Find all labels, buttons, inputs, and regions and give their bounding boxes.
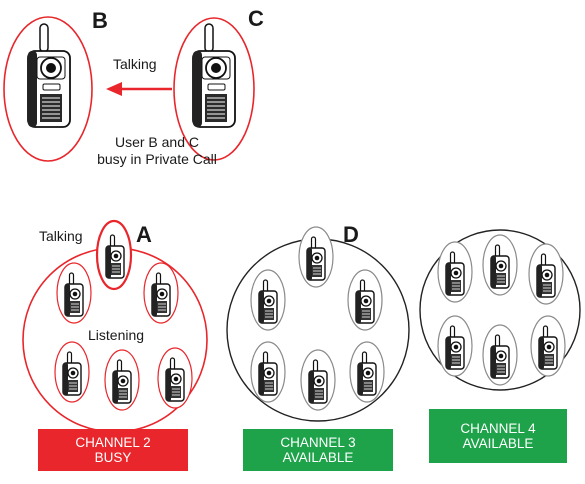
listening-label: Listening	[88, 327, 145, 343]
walkie-talkie-icon	[192, 23, 236, 128]
radio-b-ellipse	[3, 16, 93, 162]
arrow-left-icon	[106, 82, 172, 96]
radio-c-ellipse	[173, 17, 255, 161]
label-c: C	[248, 6, 264, 31]
channel-4-status: AVAILABLE	[462, 436, 534, 451]
walkie-talkie-icon	[27, 23, 71, 128]
private-call-caption: User B and C busy in Private Call	[92, 134, 222, 168]
channel-2-status-box: CHANNEL 2 BUSY	[38, 429, 188, 471]
channel-3-status-box: CHANNEL 3 AVAILABLE	[243, 429, 393, 471]
channel-4-name: CHANNEL 4	[460, 421, 536, 436]
label-d: D	[343, 222, 359, 247]
label-b: B	[92, 8, 108, 33]
channel-2-status: BUSY	[94, 450, 132, 465]
caption-line-1: User B and C	[114, 134, 200, 150]
talking-label-channel-2: Talking	[39, 228, 83, 244]
talking-label-top: Talking	[113, 56, 157, 72]
channel-3-status: AVAILABLE	[282, 450, 354, 465]
channel-3-name: CHANNEL 3	[280, 435, 356, 450]
channel-4-status-box: CHANNEL 4 AVAILABLE	[429, 409, 567, 463]
channel-2-name: CHANNEL 2	[75, 435, 151, 450]
caption-line-2: busy in Private Call	[97, 151, 217, 167]
channel-4-circle	[419, 229, 581, 391]
label-a: A	[136, 222, 152, 247]
